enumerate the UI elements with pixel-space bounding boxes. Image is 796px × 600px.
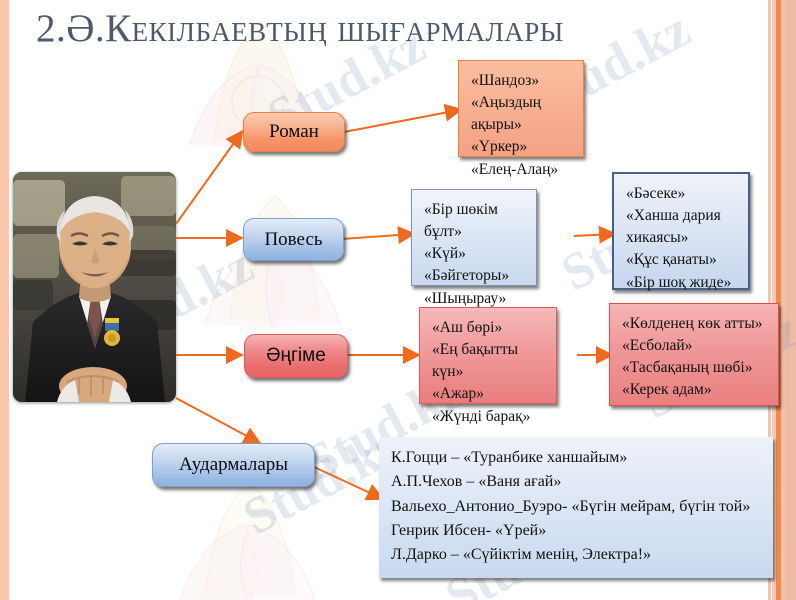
category-node-angime[interactable]: Әңгіме [244, 334, 348, 378]
list-item: «Бәсеке» [626, 185, 686, 202]
category-label: Повесь [264, 228, 323, 250]
list-item: «Бәйгеторы» [424, 267, 510, 285]
list-item: «Бір шоқ жиде» [626, 273, 732, 291]
category-node-povest[interactable]: Повесь [243, 218, 344, 261]
category-label: Аудармалары [178, 454, 289, 475]
list-item: А.П.Чехов – «Ваня ағай» [391, 473, 562, 491]
works-list-translations: К.Гоцци – «Туранбике ханшайым» А.П.Чехов… [379, 437, 773, 578]
lotus-watermark-bottom [179, 480, 316, 600]
list-item: «Тасбақаның шөбі» [622, 359, 753, 377]
list-item: «Бір шөкім бұлт» [424, 201, 498, 241]
list-item: хикаясы» [626, 229, 689, 247]
works-list-angime-right: «Көлденең көк атты» «Есболай» «Тасбақаны… [609, 303, 779, 406]
list-item: «Ең бақытты күн» [432, 341, 519, 381]
list-item: К.Гоцци – «Туранбике ханшайым» [391, 449, 628, 466]
portrait-image [13, 172, 176, 402]
list-item: «Күй» [424, 245, 466, 263]
works-list-angime-left: «Аш бөрі» «Ең бақытты күн» «Ажар» «Жүнді… [419, 307, 557, 425]
list-item: «Аш бөрі» [432, 319, 503, 336]
list-item: «Аңыздың ақыры» [471, 94, 542, 134]
list-item: Генрик Ибсен- «Үрей» [391, 521, 547, 539]
works-list-povest-left: «Бір шөкім бұлт» «Күй» «Бәйгеторы» «Шыңы… [411, 189, 537, 307]
category-node-roman[interactable]: Роман [243, 112, 345, 152]
list-item: Л.Дарко – «Сүйіктім менің, Электра!» [391, 546, 652, 564]
list-item: «Жүнді барақ» [432, 407, 531, 425]
portrait-photo [13, 172, 176, 402]
list-item: «Көлденең көк атты» [622, 315, 763, 332]
list-item: «Ажар» [432, 385, 485, 403]
works-list-povest-right: «Бәсеке» «Ханша дария хикаясы» «Құс қана… [612, 172, 750, 291]
works-list-roman: «Шандоз» «Аңыздың ақыры» «Үркер» «Елең-А… [458, 60, 584, 178]
list-item: «Құс қанаты» [626, 251, 717, 269]
category-node-audarmalary[interactable]: Аудармалары [152, 443, 315, 487]
list-item: «Үркер» [471, 138, 528, 156]
list-item: «Елең-Алаң» [471, 160, 559, 178]
category-label: Роман [269, 121, 319, 142]
list-item: Вальехо_Антонио_Буэро- «Бүгін мейрам, бү… [391, 497, 751, 515]
list-item: «Керек адам» [622, 381, 712, 399]
category-label: Әңгіме [266, 345, 326, 366]
list-item: «Ханша дария [626, 207, 721, 225]
page-title: 2.Ә.Кекілбаевтың шығармалары [36, 7, 564, 50]
list-item: «Шандоз» [471, 72, 540, 89]
list-item: «Шыңырау» [424, 289, 507, 307]
list-item: «Есболай» [622, 337, 693, 355]
left-edge-stripe [0, 0, 9, 600]
